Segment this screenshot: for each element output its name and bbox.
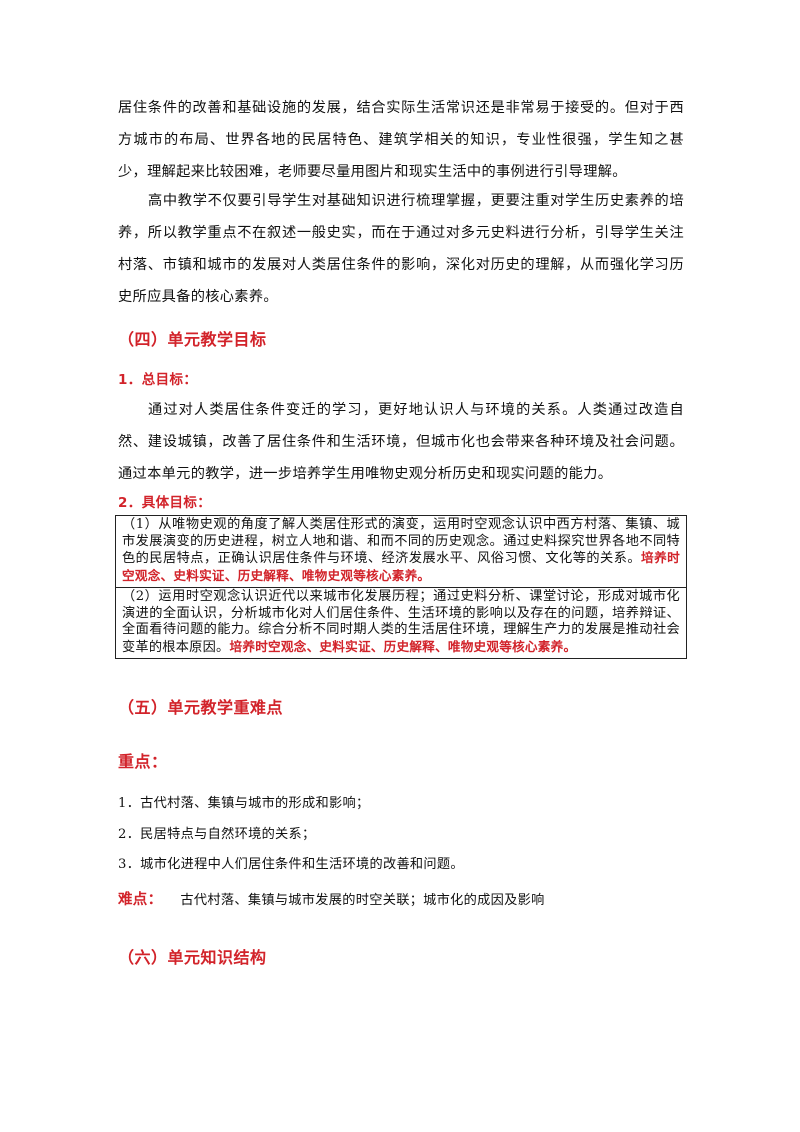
difficulty-line: 难点： 古代村落、集镇与城市发展的时空关联；城市化的成因及影响 <box>118 888 545 909</box>
goal-row-2-text: （2）运用时空观念认识近代以来城市化发展历程；通过史料分析、课堂讨论，形成对城市… <box>122 589 680 655</box>
section-6-heading: （六）单元知识结构 <box>118 948 267 967</box>
intro-paragraph-2: 高中教学不仅要引导学生对基础知识进行梳理掌握，更要注重对学生历史素养的培养，所以… <box>118 193 684 305</box>
section-5-heading: （五）单元教学重难点 <box>118 698 284 717</box>
key-point-2: 2．民居特点与自然环境的关系； <box>118 827 316 842</box>
key-point-3: 3．城市化进程中人们居住条件和生活环境的改善和问题。 <box>118 857 464 872</box>
key-point-1: 1．古代村落、集镇与城市的形成和影响； <box>118 796 370 811</box>
overall-goal-label: 1．总目标： <box>118 372 198 388</box>
specific-goals-table: （1）从唯物史观的角度了解人类居住形式的演变，运用时空观念认识中西方村落、集镇、… <box>115 515 687 659</box>
goal-row-2: （2）运用时空观念认识近代以来城市化发展历程；通过史料分析、课堂讨论，形成对城市… <box>116 587 686 658</box>
goal-row-2-emphasis: 培养时空观念、史料实证、历史解释、唯物史观等核心素养。 <box>229 638 577 654</box>
difficulty-label: 难点： <box>118 892 163 908</box>
key-points-label: 重点： <box>118 752 168 771</box>
overall-goal-text: 通过对人类居住条件变迁的学习，更好地认识人与环境的关系。人类通过改造自然、建设城… <box>118 402 684 482</box>
goal-row-1: （1）从唯物史观的角度了解人类居住形式的演变，运用时空观念认识中西方村落、集镇、… <box>116 516 686 587</box>
difficulty-text: 古代村落、集镇与城市发展的时空关联；城市化的成因及影响 <box>180 893 545 908</box>
specific-goal-label: 2．具体目标： <box>118 495 212 511</box>
intro-paragraph-1: 居住条件的改善和基础设施的发展，结合实际生活常识还是非常易于接受的。但对于西方城… <box>118 100 684 180</box>
goal-row-1-emphasis: 培养时空观念、史料实证、历史解释、唯物史观等核心素养。 <box>122 550 681 583</box>
section-4-heading: （四）单元教学目标 <box>118 330 267 349</box>
goal-row-1-text: （1）从唯物史观的角度了解人类居住形式的演变，运用时空观念认识中西方村落、集镇、… <box>122 517 680 566</box>
